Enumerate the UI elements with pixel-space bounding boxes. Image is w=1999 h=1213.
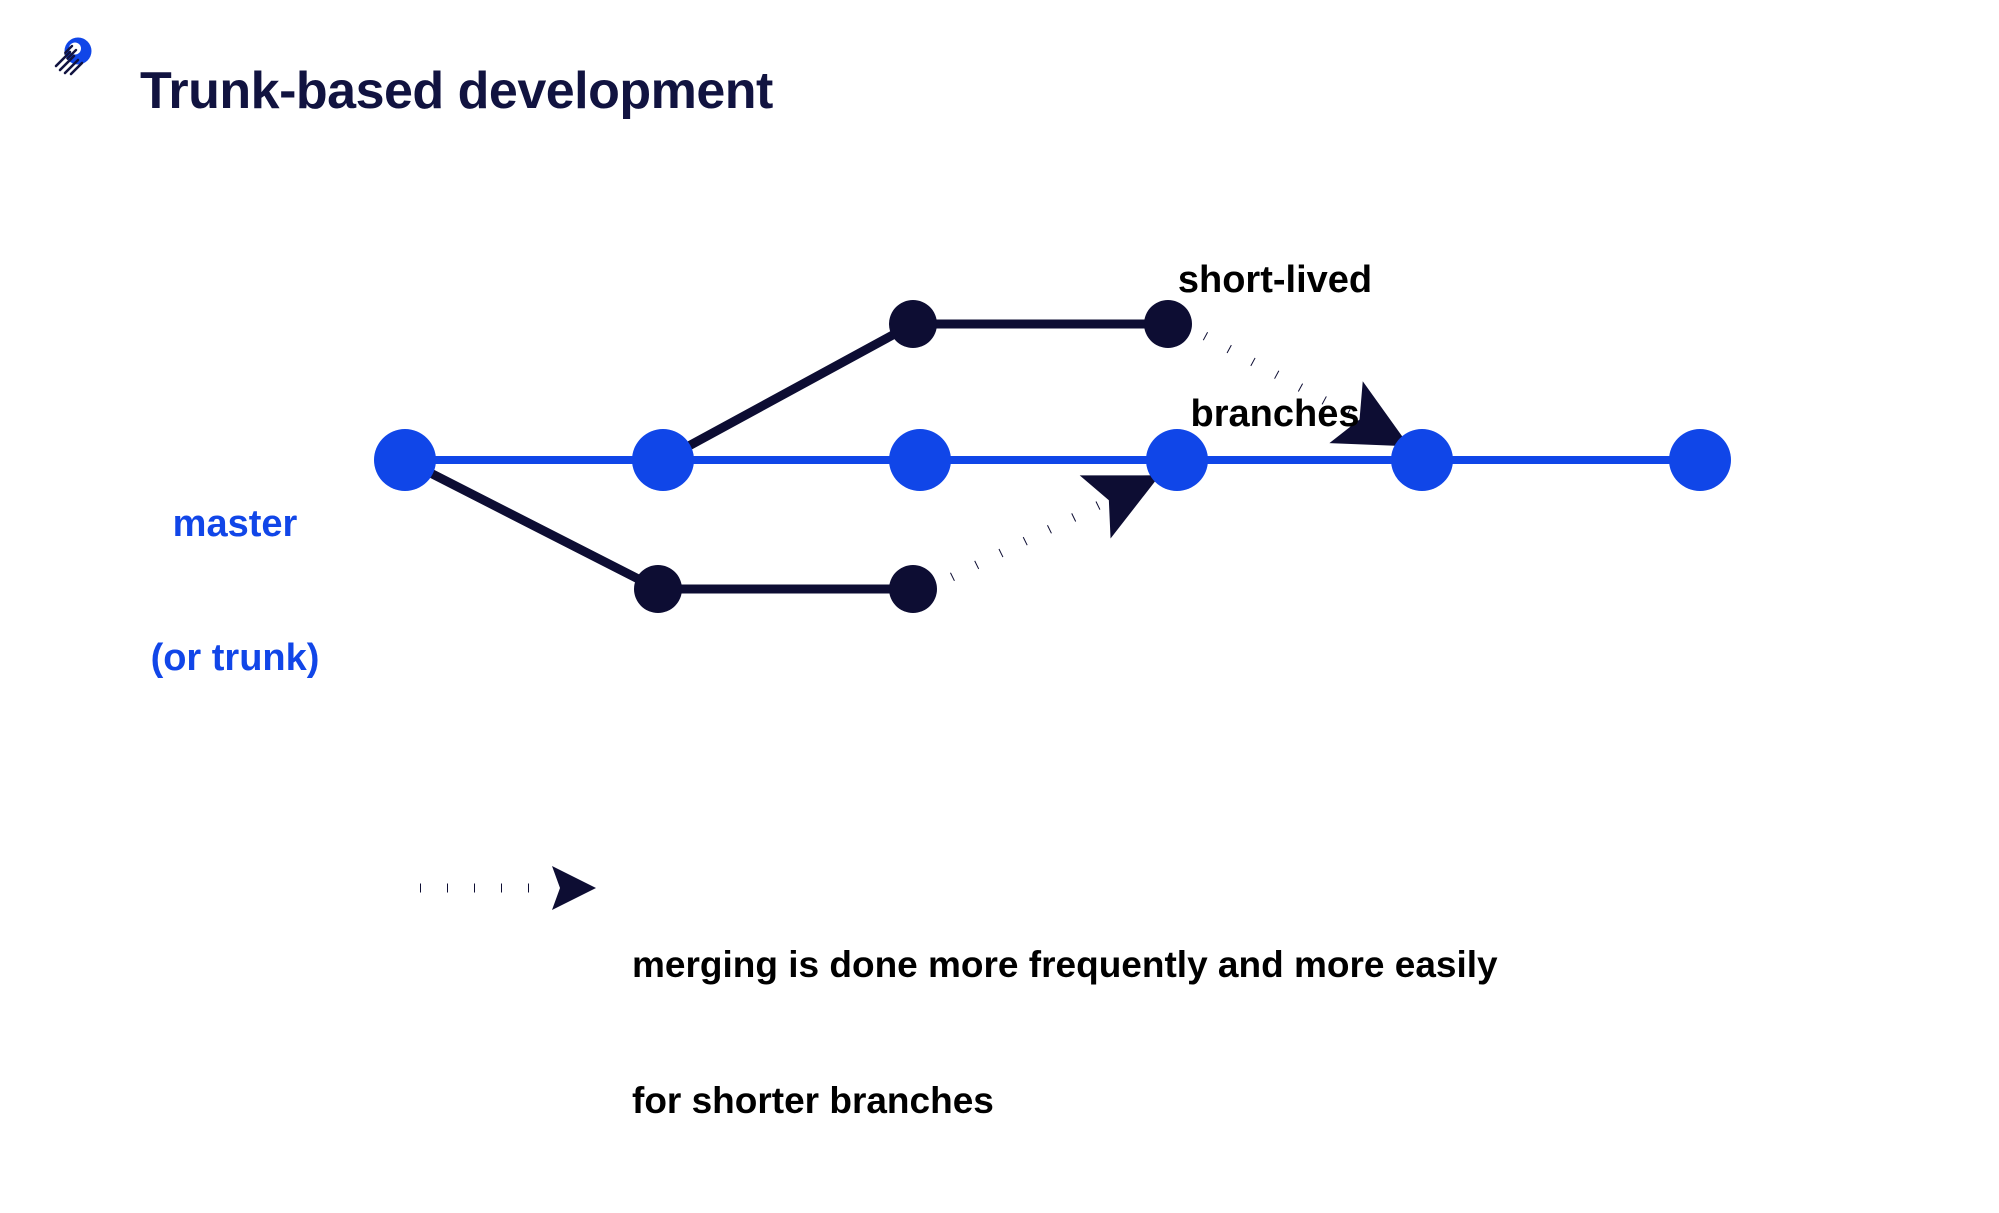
page-title: Trunk-based development [140, 61, 773, 120]
master-branch-label-line-1: master [172, 502, 298, 545]
upper-branch-fork-line [658, 319, 918, 465]
rocket-comet-logo-icon [52, 34, 96, 78]
master-commit-node[interactable] [1669, 429, 1731, 491]
diagram-canvas [374, 300, 1731, 910]
trunk-based-development-diagram: master (or trunk) short-lived branches m… [120, 168, 1731, 1121]
master-branch-label: master (or trunk) [120, 412, 350, 771]
master-commit-node[interactable] [374, 429, 436, 491]
master-branch-label-line-2: (or trunk) [150, 637, 320, 680]
legend-caption: merging is done more frequently and more… [632, 852, 1498, 1213]
legend-arrowhead-icon [552, 866, 596, 910]
upper-branch-commit-node[interactable] [889, 300, 937, 348]
master-commit-node[interactable] [889, 429, 951, 491]
short-lived-branches-label-line-2: branches [1190, 393, 1360, 436]
master-commit-nodes [374, 429, 1731, 491]
page-header: Trunk-based development [0, 0, 1999, 120]
short-lived-branches-label: short-lived branches [1110, 168, 1440, 527]
master-commit-node[interactable] [632, 429, 694, 491]
upper-branch-commit-node[interactable] [1144, 300, 1192, 348]
lower-branch-fork-line [400, 455, 663, 594]
legend-caption-line-2: for shorter branches [632, 1079, 994, 1121]
legend-caption-line-1: merging is done more frequently and more… [632, 944, 1498, 986]
lower-branch-commit-node[interactable] [889, 565, 937, 613]
lower-branch-commit-node[interactable] [634, 565, 682, 613]
master-commit-node[interactable] [1146, 429, 1208, 491]
lower-branch-nodes [634, 565, 937, 613]
master-commit-node[interactable] [1391, 429, 1453, 491]
short-lived-branches-label-line-1: short-lived [1177, 258, 1373, 301]
upper-branch-nodes [889, 300, 1192, 348]
legend-dotted-arrow-icon [420, 866, 596, 910]
branch-connector-lines [400, 319, 1173, 594]
